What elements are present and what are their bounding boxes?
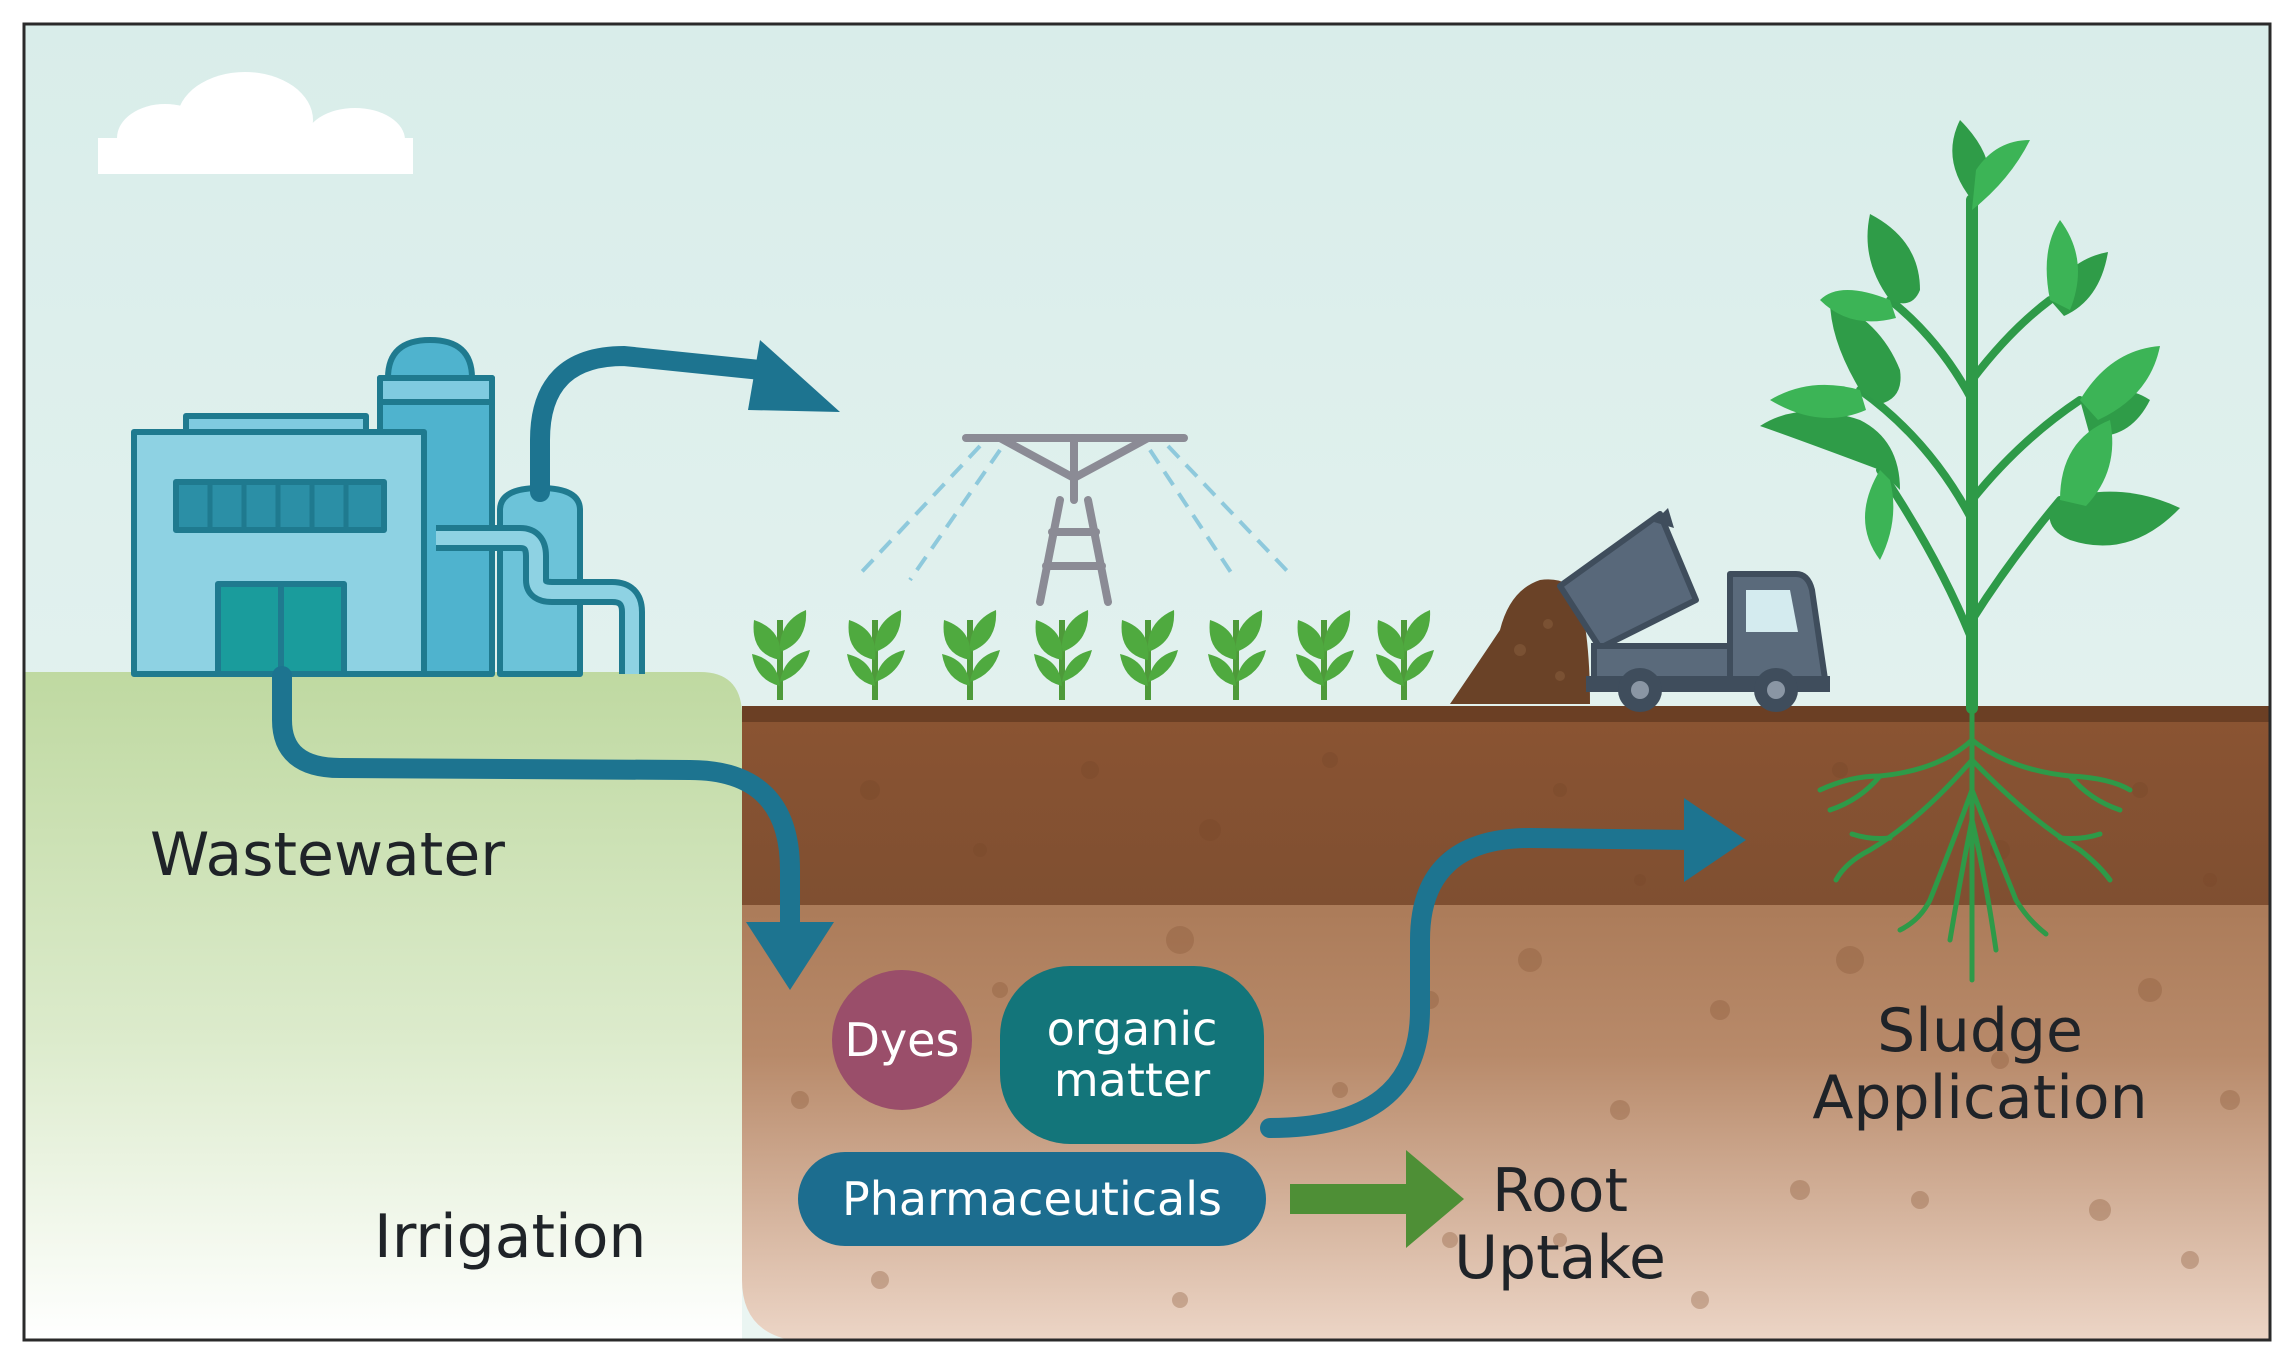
seedling-icon xyxy=(1376,610,1434,700)
sludge-label-line1: Sludge xyxy=(1877,996,2083,1066)
seedling-icon xyxy=(752,610,810,700)
organic-matter-bubble xyxy=(1000,966,1264,1144)
irrigation-label: Irrigation xyxy=(374,1202,647,1272)
seedling-icon xyxy=(1120,610,1178,700)
sludge-pile xyxy=(1450,579,1590,704)
organic-label-line1: organic xyxy=(1046,1002,1218,1057)
root-uptake-label: Root Uptake xyxy=(1440,1156,1680,1294)
grass-ground xyxy=(24,672,742,1340)
sludge-label-line2: Application xyxy=(1812,1063,2148,1134)
organic-label-line2: matter xyxy=(1053,1053,1211,1107)
root-label-line2: Uptake xyxy=(1454,1223,1666,1294)
dyes-text: Dyes xyxy=(844,1012,960,1067)
root-uptake-arrow xyxy=(1290,1150,1464,1248)
seedling-row xyxy=(752,610,1434,700)
plant-icon xyxy=(1760,120,2180,983)
sludge-application-label: Sludge Application xyxy=(1770,996,2190,1134)
seedling-icon xyxy=(1034,610,1092,700)
seedling-icon xyxy=(1208,610,1266,700)
flow-arrow-to-sprinkler xyxy=(530,340,840,502)
seedling-icon xyxy=(942,610,1000,700)
wastewater-label: Wastewater xyxy=(150,820,505,890)
flow-arrow-to-sludge xyxy=(1260,798,1746,1138)
organic-matter-text: organic matter xyxy=(1000,966,1264,1144)
factory-icon xyxy=(131,337,645,677)
cloud-icon xyxy=(98,72,413,174)
seedling-icon xyxy=(847,610,905,700)
flow-arrow-into-soil xyxy=(272,666,834,990)
dump-truck-icon xyxy=(1450,508,1830,712)
pharmaceuticals-bubble xyxy=(798,1152,1266,1246)
pharmaceuticals-text: Pharmaceuticals xyxy=(842,1171,1222,1226)
sprinkler-icon xyxy=(854,434,1292,606)
seedling-icon xyxy=(1296,610,1354,700)
root-label-line1: Root xyxy=(1492,1156,1628,1226)
dyes-bubble xyxy=(832,970,972,1110)
